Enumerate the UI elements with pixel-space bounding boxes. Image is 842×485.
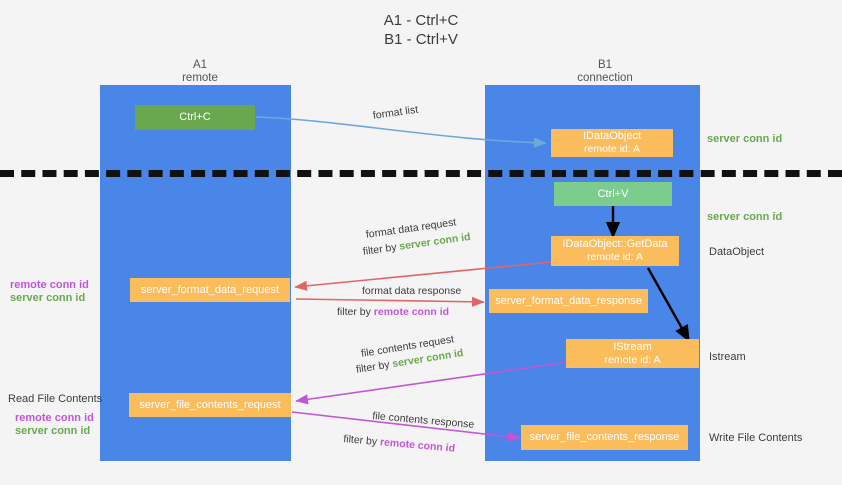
edge-label-format-data-response-filter-prefix: filter by: [337, 306, 374, 318]
node-idataobject-sub: remote id: A: [583, 143, 641, 155]
lane-header-b1-sub: connection: [577, 72, 633, 84]
edge-label-file-contents-response: file contents response: [371, 409, 475, 431]
edge-label-format-data-request-filter-prefix: filter by: [362, 240, 401, 258]
lane-header-a1-sub: remote: [182, 72, 218, 84]
node-server-format-data-response-label: server_format_data_response: [495, 294, 642, 307]
node-ctrl-c[interactable]: Ctrl+C: [135, 105, 255, 130]
left-label-server-conn-id-1: server conn id: [10, 292, 86, 304]
edge-label-format-list: format list: [372, 103, 419, 122]
lane-header-b1-name: B1: [597, 59, 613, 71]
edge-label-format-data-response: format data response: [362, 285, 462, 297]
edge-label-format-data-response-filter: filter by remote conn id: [337, 305, 449, 319]
node-ctrl-v-label: Ctrl+V: [597, 187, 629, 200]
edge-label-file-contents-response-filter: filter by remote conn id: [343, 432, 456, 456]
edge-label-format-data-response-filter-value: remote conn id: [373, 306, 450, 318]
page-title-line-1: A1 - Ctrl+C: [383, 12, 459, 29]
right-label-write-file-contents: Write File Contents: [709, 432, 803, 444]
lane-header-a1-name: A1: [192, 59, 208, 71]
node-server-file-contents-request[interactable]: server_file_contents_request: [129, 393, 291, 417]
node-ctrl-v[interactable]: Ctrl+V: [554, 182, 672, 206]
left-label-remote-conn-id-1: remote conn id: [10, 279, 89, 291]
edge-label-file-contents-response-filter-prefix: filter by: [342, 432, 381, 449]
node-idataobject-getdata-label: IDataObject::GetData: [562, 238, 668, 250]
edge-label-file-contents-request-filter-prefix: filter by: [355, 358, 394, 376]
time-divider: [0, 170, 842, 177]
node-idataobject-label: IDataObject: [582, 130, 642, 142]
node-server-format-data-request-label: server_format_data_request: [140, 283, 280, 296]
right-label-server-conn-id-top: server conn id: [707, 133, 783, 145]
left-label-server-conn-id-2: server conn id: [15, 425, 91, 437]
arrow-format-data-response: [295, 296, 485, 307]
node-server-file-contents-response[interactable]: server_file_contents_response: [521, 425, 688, 450]
node-idataobject-getdata[interactable]: IDataObject::GetData remote id: A: [551, 236, 679, 266]
right-label-dataobject: DataObject: [709, 246, 765, 258]
page-title-line-2: B1 - Ctrl+V: [384, 31, 458, 48]
node-idataobject[interactable]: IDataObject remote id: A: [551, 129, 673, 157]
node-server-format-data-request[interactable]: server_format_data_request: [130, 278, 290, 302]
left-label-remote-conn-id-2: remote conn id: [15, 412, 94, 424]
left-label-read-file-contents: Read File Contents: [8, 393, 103, 405]
right-label-istream: Istream: [709, 351, 746, 363]
node-istream-label: IStream: [613, 340, 652, 353]
right-label-server-conn-id-mid: server conn id: [707, 211, 783, 223]
node-server-file-contents-response-label: server_file_contents_response: [529, 431, 680, 443]
node-idataobject-getdata-sub: remote id: A: [586, 251, 644, 263]
node-ctrl-c-label: Ctrl+C: [179, 111, 211, 123]
node-istream[interactable]: IStream remote id: A: [566, 339, 699, 368]
node-istream-sub: remote id: A: [604, 353, 661, 366]
node-server-format-data-response[interactable]: server_format_data_response: [489, 289, 648, 313]
edge-label-file-contents-response-filter-value: remote conn id: [379, 436, 456, 455]
node-server-file-contents-request-label: server_file_contents_request: [139, 398, 281, 411]
